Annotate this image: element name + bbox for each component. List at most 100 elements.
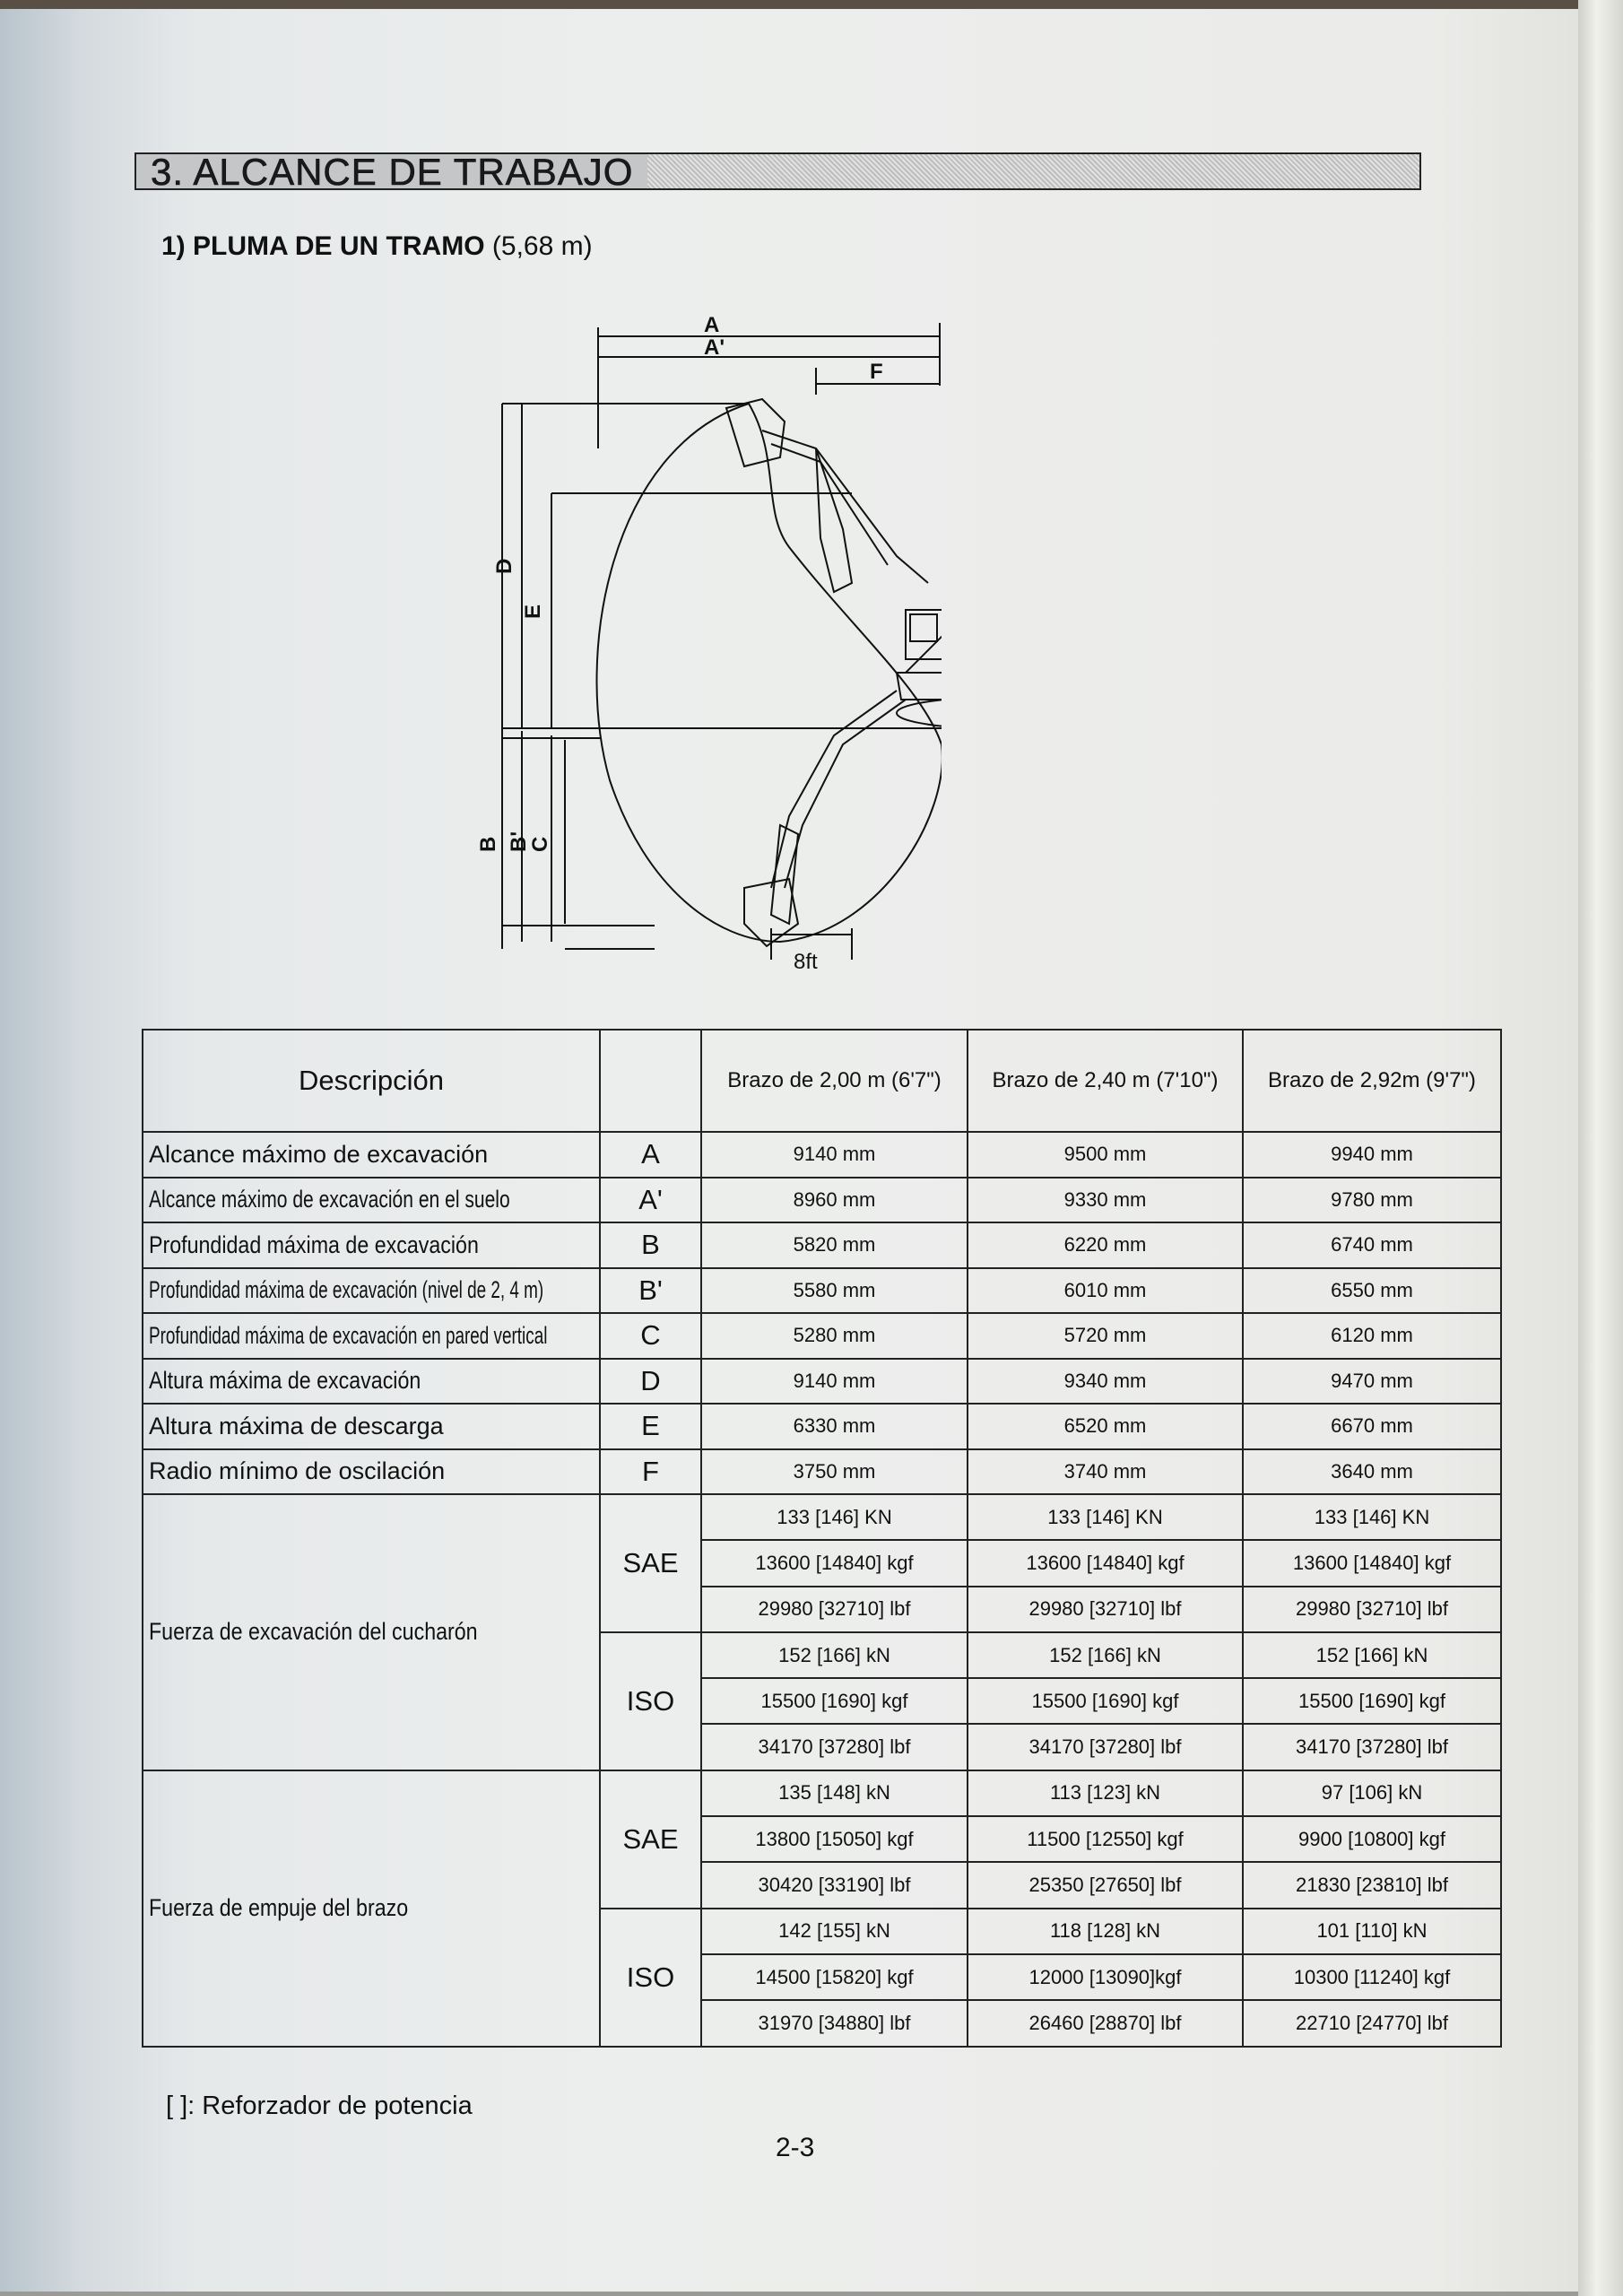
row-value: 142 [155] kN — [700, 1907, 968, 1955]
row-desc: Profundidad máxima de excavación (nivel … — [149, 1276, 544, 1304]
label-b-prime: B' — [507, 831, 531, 852]
row-value: 29980 [32710] lbf — [967, 1585, 1244, 1633]
row-value: 152 [166] kN — [700, 1631, 968, 1680]
label-a-prime: A' — [704, 335, 725, 360]
row-value: 15500 [1690] kgf — [967, 1677, 1244, 1726]
row-value: 6740 mm — [1242, 1222, 1502, 1269]
arm-force-desc: Fuerza de empuje del brazo — [149, 1894, 409, 1922]
row-value: 13800 [15050] kgf — [700, 1815, 968, 1864]
working-range-diagram: A A' F D E B B' C 8ft — [476, 314, 942, 974]
bucket-iso-label: ISO — [599, 1631, 702, 1771]
row-desc: Profundidad máxima de excavación — [149, 1231, 479, 1258]
row-code: F — [599, 1448, 702, 1495]
header-code — [599, 1029, 702, 1133]
row-value: 97 [106] kN — [1242, 1769, 1502, 1818]
table-row: Alcance máximo de excavación en el suelo… — [142, 1176, 1502, 1223]
row-code: C — [599, 1312, 702, 1360]
row-value: 10300 [11240] kgf — [1242, 1952, 1502, 2002]
table-row: Profundidad máxima de excavación (nivel … — [142, 1266, 1502, 1314]
row-value: 113 [123] kN — [967, 1769, 1244, 1818]
row-code: B' — [599, 1266, 702, 1314]
table-row: Fuerza de excavación del cucharón SAE 13… — [142, 1492, 1502, 1771]
row-value: 12000 [13090]kgf — [967, 1952, 1244, 2002]
table-row: 30420 [33190] lbf 25350 [27650] lbf 2183… — [143, 1861, 1502, 1909]
table-row: ISO 142 [155] kN 118 [128] kN 101 [110] … — [143, 1907, 1502, 2048]
row-value: 6220 mm — [967, 1222, 1244, 1269]
label-b: B — [476, 837, 500, 852]
row-code: B — [599, 1222, 702, 1269]
row-value: 9780 mm — [1242, 1176, 1502, 1223]
row-value: 6550 mm — [1242, 1266, 1502, 1314]
table-row: 13600 [14840] kgf 13600 [14840] kgf 1360… — [143, 1539, 1502, 1587]
row-value: 135 [148] kN — [700, 1769, 968, 1818]
table-row: Altura máxima de excavación D 9140 mm 93… — [142, 1357, 1502, 1405]
row-value: 11500 [12550] kgf — [967, 1815, 1244, 1864]
page-number: 2-3 — [776, 2133, 815, 2162]
table-row: Profundidad máxima de excavación en pare… — [142, 1312, 1502, 1360]
row-value: 15500 [1690] kgf — [1242, 1677, 1502, 1726]
row-value: 30420 [33190] lbf — [700, 1861, 968, 1909]
label-a: A — [704, 314, 719, 337]
row-value: 34170 [37280] lbf — [1242, 1723, 1502, 1771]
row-value: 26460 [28870] lbf — [967, 1999, 1244, 2048]
row-value: 6670 mm — [1242, 1403, 1502, 1450]
row-desc: Alcance máximo de excavación en el suelo — [149, 1186, 510, 1213]
spec-table: Descripción Brazo de 2,00 m (6'7") Brazo… — [142, 1029, 1502, 2048]
row-value: 9340 mm — [967, 1357, 1244, 1405]
row-code: D — [599, 1357, 702, 1405]
arm-sae-label: SAE — [599, 1769, 702, 1909]
row-value: 6120 mm — [1242, 1312, 1502, 1360]
row-code: A' — [599, 1176, 702, 1223]
table-row: 31970 [34880] lbf 26460 [28870] lbf 2271… — [143, 1999, 1502, 2048]
subtitle-bold: 1) PLUMA DE UN TRAMO — [161, 231, 485, 261]
subtitle: 1) PLUMA DE UN TRAMO (5,68 m) — [161, 231, 593, 262]
row-value: 9500 mm — [967, 1131, 1244, 1178]
row-value: 15500 [1690] kgf — [700, 1677, 968, 1726]
row-value: 101 [110] kN — [1242, 1907, 1502, 1955]
row-value: 34170 [37280] lbf — [700, 1723, 968, 1771]
arm-iso-label: ISO — [599, 1907, 702, 2048]
row-desc: Altura máxima de descarga — [149, 1412, 444, 1439]
row-value: 133 [146] KN — [700, 1492, 968, 1542]
row-value: 13600 [14840] kgf — [1242, 1539, 1502, 1587]
row-value: 152 [166] kN — [1242, 1631, 1502, 1680]
row-value: 133 [146] KN — [1242, 1492, 1502, 1542]
row-value: 5280 mm — [700, 1312, 968, 1360]
table-row: ISO 152 [166] kN 152 [166] kN 152 [166] … — [143, 1631, 1502, 1771]
subtitle-normal: (5,68 m) — [491, 231, 593, 261]
row-code: E — [599, 1403, 702, 1450]
row-value: 3750 mm — [700, 1448, 968, 1495]
label-f: F — [870, 360, 883, 384]
row-code: A — [599, 1131, 702, 1178]
header-col3: Brazo de 2,92m (9'7") — [1242, 1029, 1502, 1133]
row-value: 25350 [27650] lbf — [967, 1861, 1244, 1909]
row-value: 34170 [37280] lbf — [967, 1723, 1244, 1771]
row-value: 29980 [32710] lbf — [700, 1585, 968, 1633]
table-row: Radio mínimo de oscilación F 3750 mm 374… — [142, 1448, 1502, 1495]
row-value: 8960 mm — [700, 1176, 968, 1223]
row-value: 118 [128] kN — [967, 1907, 1244, 1955]
row-value: 9940 mm — [1242, 1131, 1502, 1178]
table-row: Profundidad máxima de excavación B 5820 … — [142, 1222, 1502, 1269]
row-value: 5720 mm — [967, 1312, 1244, 1360]
row-value: 5820 mm — [700, 1222, 968, 1269]
table-header-row: Descripción Brazo de 2,00 m (6'7") Brazo… — [142, 1029, 1502, 1133]
row-value: 152 [166] kN — [967, 1631, 1244, 1680]
section-title: 3. ALCANCE DE TRABAJO — [136, 152, 648, 191]
label-d: D — [492, 559, 516, 574]
row-value: 5580 mm — [700, 1266, 968, 1314]
book-spine — [1578, 0, 1623, 2296]
row-value: 22710 [24770] lbf — [1242, 1999, 1502, 2048]
row-desc: Profundidad máxima de excavación en pare… — [149, 1321, 548, 1349]
row-value: 9900 [10800] kgf — [1242, 1815, 1502, 1864]
bucket-force-desc: Fuerza de excavación del cucharón — [149, 1618, 478, 1646]
row-value: 14500 [15820] kgf — [700, 1952, 968, 2002]
table-row: Alcance máximo de excavación A 9140 mm 9… — [142, 1131, 1502, 1178]
header-col2: Brazo de 2,40 m (7'10") — [967, 1029, 1244, 1133]
footnote: [ ]: Reforzador de potencia — [166, 2092, 473, 2120]
row-desc: Altura máxima de excavación — [149, 1367, 421, 1395]
table-row: Fuerza de empuje del brazo SAE 135 [148]… — [142, 1769, 1502, 2048]
row-value: 3640 mm — [1242, 1448, 1502, 1495]
row-value: 6010 mm — [967, 1266, 1244, 1314]
bucket-sae-label: SAE — [599, 1493, 702, 1633]
